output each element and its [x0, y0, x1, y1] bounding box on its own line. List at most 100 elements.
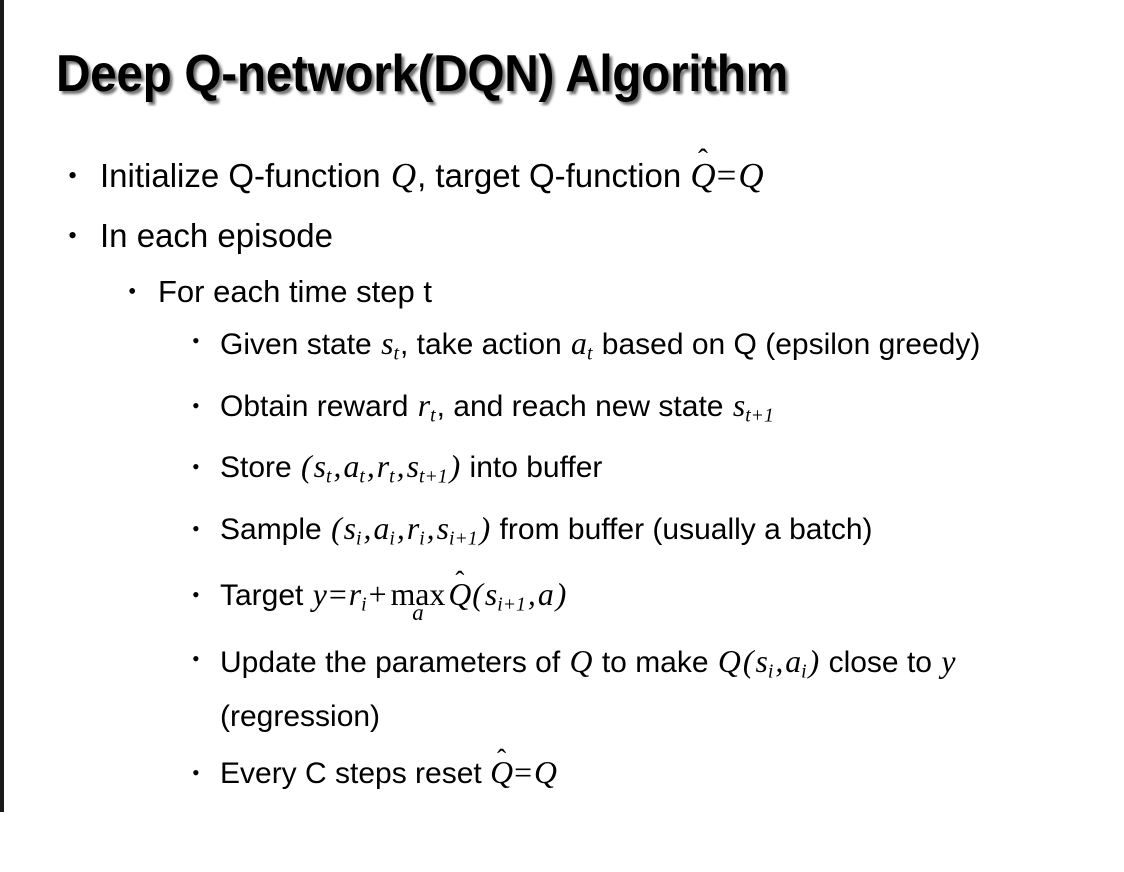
math-comma: ,	[775, 643, 784, 679]
math-a-i: ai	[785, 643, 807, 683]
math-a-t: at	[570, 326, 593, 365]
bullet-list: • Initialize Q-function Q, target Q-func…	[0, 146, 1124, 804]
math-s-i: si	[755, 643, 774, 683]
math-plus: +	[368, 577, 387, 613]
math-Q-2: Q	[717, 643, 741, 679]
bullet-marker: •	[68, 161, 78, 190]
math-s-tplus1: st+1	[406, 449, 448, 488]
bullet-for-each-time-step: • For each time step t	[0, 266, 1124, 318]
bullet-initialize-text: Initialize Q-function Q, target Q-functi…	[100, 146, 1094, 206]
math-s-tplus1: st+1	[732, 387, 775, 427]
bullet-store: • Store (st,at,rt,st+1) into buffer	[0, 441, 1124, 503]
math-Q: Q	[569, 643, 593, 679]
bullet-marker: •	[192, 645, 200, 671]
math-Q-2: Q	[738, 156, 764, 195]
math-r-i: ri	[348, 577, 367, 616]
math-Q: Q	[534, 755, 557, 791]
bullet-target-text: Target y=ri+maxâQ(si+1,a)	[220, 564, 1100, 636]
text-initialize-mid: , target Q-function	[417, 157, 691, 194]
sub-t: t	[430, 404, 436, 427]
math-s-t: st	[313, 449, 332, 488]
math-a: a	[571, 326, 587, 361]
math-comma: ,	[363, 510, 372, 546]
text-sample-pre: Sample	[220, 512, 331, 546]
math-r-i: ri	[406, 510, 425, 550]
math-lparen: (	[331, 510, 342, 546]
math-equals: =	[716, 156, 737, 195]
math-comma: ,	[333, 449, 342, 485]
text-given-post: based on Q (epsilon greedy)	[593, 328, 981, 361]
bullet-marker: •	[68, 221, 78, 250]
bullet-marker: •	[192, 392, 200, 418]
math-r-t: rt	[376, 449, 395, 488]
math-comma: ,	[396, 510, 405, 546]
text-update-post: close to	[820, 645, 941, 679]
math-Qhat: ̂Q	[690, 158, 715, 193]
math-comma: ,	[426, 510, 435, 546]
text-update-pre: Update the parameters of	[220, 645, 569, 679]
math-equals: =	[328, 577, 347, 613]
math-s-iplus1: si+1	[436, 510, 478, 550]
math-y: y	[941, 643, 956, 679]
math-s-t: st	[380, 326, 400, 365]
math-r-t: rt	[417, 387, 437, 427]
math-comma: ,	[366, 449, 375, 485]
text-update-end: (regression)	[220, 700, 381, 734]
math-comma: ,	[527, 577, 536, 613]
bullet-given-state-text: Given state st, take action at based on …	[220, 321, 1100, 377]
text-obtain-mid: , and reach new state	[436, 389, 732, 423]
math-a-i: ai	[373, 510, 395, 550]
bullet-target: • Target y=ri+maxâQ(si+1,a)	[0, 564, 1124, 636]
bullet-store-text: Store (st,at,rt,st+1) into buffer	[220, 441, 1100, 503]
math-rparen: )	[449, 449, 461, 485]
text-update-mid: to make	[593, 645, 717, 679]
bullet-reset: • Every C steps reset ̂Q=Q	[0, 743, 1124, 804]
bullet-update: • Update the parameters of Q to make Q(s…	[0, 636, 1124, 744]
text-obtain-pre: Obtain reward	[220, 389, 417, 423]
bullet-sample-text: Sample (si,ai,ri,si+1) from buffer (usua…	[220, 503, 1100, 565]
math-equals: =	[514, 755, 532, 791]
math-s: s	[732, 387, 746, 423]
left-edge-rule	[0, 0, 4, 812]
math-lparen: (	[472, 577, 483, 613]
math-lparen: (	[301, 449, 312, 485]
math-s-iplus1: si+1	[484, 577, 526, 616]
bullet-marker: •	[128, 279, 137, 305]
text-reset-pre: Every C steps reset	[220, 757, 491, 791]
math-Qhat: ̂Q	[490, 755, 514, 791]
text-store-pre: Store	[220, 451, 301, 485]
text-store-post: into buffer	[461, 451, 603, 485]
bullet-marker: •	[192, 328, 200, 353]
math-r: r	[417, 387, 431, 423]
math-rparen: )	[479, 510, 491, 546]
page-title: Deep Q-network(DQN) Algorithm	[56, 45, 788, 103]
bullet-for-each-time-step-text: For each time step t	[158, 274, 432, 309]
bullet-obtain-reward-text: Obtain reward rt, and reach new state st…	[220, 380, 1100, 442]
bullet-in-each-episode-text: In each episode	[100, 217, 334, 254]
math-s: s	[381, 326, 394, 361]
bullet-marker: •	[192, 582, 200, 608]
math-a-t: at	[343, 449, 365, 488]
bullet-marker: •	[192, 760, 200, 786]
math-max-label: max	[390, 577, 446, 613]
bullet-initialize: • Initialize Q-function Q, target Q-func…	[0, 146, 1124, 206]
text-target-pre: Target	[220, 579, 312, 613]
math-rparen: )	[555, 577, 567, 613]
text-given-pre: Given state	[220, 328, 381, 361]
bullet-sample: • Sample (si,ai,ri,si+1) from buffer (us…	[0, 503, 1124, 565]
math-comma: ,	[396, 449, 405, 485]
text-sample-post: from buffer (usually a batch)	[491, 512, 873, 546]
sub-t: t	[393, 342, 399, 365]
bullet-obtain-reward: • Obtain reward rt, and reach new state …	[0, 380, 1124, 442]
bullet-given-state: • Given state st, take action at based o…	[0, 318, 1124, 380]
math-lparen: (	[742, 643, 754, 679]
text-initialize-pre: Initialize Q-function	[100, 157, 390, 194]
math-Qhat-base: Q	[690, 156, 716, 195]
math-s-i: si	[343, 510, 362, 550]
bullet-update-text: Update the parameters of Q to make Q(si,…	[220, 639, 1100, 741]
math-max-underscript: a	[412, 599, 424, 625]
bullet-marker: •	[192, 454, 200, 480]
math-Q: Q	[390, 156, 417, 195]
